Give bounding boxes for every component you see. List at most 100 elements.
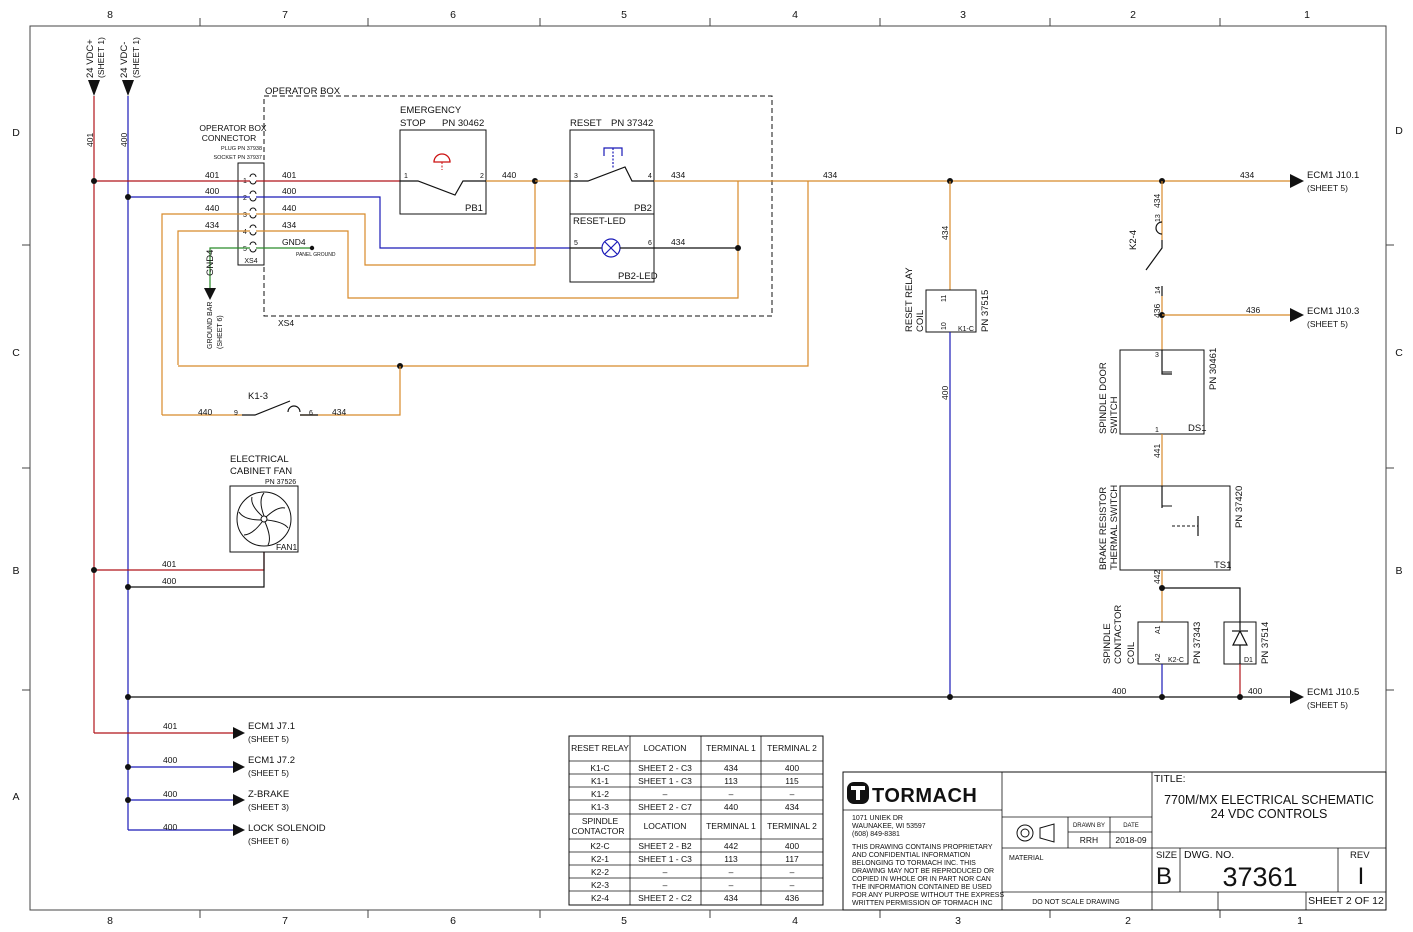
zone-col-bottom-8: 8 [107, 915, 113, 927]
door-label1: SPINDLE DOOR [1098, 362, 1109, 434]
drawn-by-label: DRAWN BY [1073, 823, 1105, 829]
supply-neg-label: 24 VDC- [119, 42, 130, 78]
door-tag: DS1 [1188, 423, 1206, 434]
ecm105-name: ECM1 J10.5 [1307, 687, 1359, 698]
contactor-a1: A1 [1155, 625, 1162, 634]
relay-pn: PN 37515 [980, 290, 991, 332]
zone-col-top-5: 5 [621, 9, 627, 21]
table-r1-1-2: 113 [724, 776, 738, 786]
reset-led-label: RESET-LED [573, 216, 626, 227]
size-label: SIZE [1156, 850, 1177, 861]
fan-wire-400: 400 [162, 576, 176, 586]
brake-tag: TS1 [1214, 560, 1231, 571]
zone-col-top-8: 8 [107, 9, 113, 21]
notice-0: THIS DRAWING CONTAINS PROPRIETARY [852, 844, 993, 851]
relay-pin10: 10 [941, 322, 948, 330]
table-r1-1-0: K1-1 [591, 776, 609, 786]
title-line1: 770M/MX ELECTRICAL SCHEMATIC [1164, 793, 1374, 807]
zone-col-top-3: 3 [960, 9, 966, 21]
wire-left-440: 440 [205, 203, 219, 213]
table-h2-0: LOCATION [644, 821, 687, 831]
notice-1: AND CONFIDENTIAL INFORMATION [852, 852, 970, 859]
reset-led-pin6: 6 [648, 240, 652, 247]
zone-row-right-b: B [1395, 565, 1402, 577]
brake-thermal-ts1 [1119, 485, 1231, 571]
table-r2-1-3: 117 [785, 854, 799, 864]
ecm103-wire: 436 [1246, 305, 1260, 315]
operator-box-title: OPERATOR BOX [265, 86, 341, 97]
operator-box-tag: XS4 [278, 318, 294, 328]
k1-3-pin6: 6 [309, 410, 313, 417]
table-r1-3-1: SHEET 2 - C7 [638, 802, 692, 812]
reset-led-pin5: 5 [574, 240, 578, 247]
fan-line2: CABINET FAN [230, 466, 292, 477]
fan-wire-401: 401 [162, 559, 176, 569]
connector-pin-2: 2 [243, 195, 247, 202]
contactor-a2: A2 [1155, 653, 1162, 662]
fan-pn: PN 37526 [265, 479, 296, 486]
table-h2-1: TERMINAL 1 [706, 821, 756, 831]
bottom-name-1: ECM1 J7.2 [248, 755, 295, 766]
zone-col-top-2: 2 [1130, 9, 1136, 21]
connector-pin-5: 5 [243, 246, 247, 253]
table-h2b: CONTACTOR [571, 826, 624, 836]
supply-rails: 24 VDC+ (SHEET 1) 24 VDC- (SHEET 1) 401 … [85, 37, 141, 830]
table-r1-2-2: – [729, 789, 734, 799]
reset-led-tag: PB2-LED [618, 271, 658, 282]
connector-line2: CONNECTOR [202, 133, 257, 143]
supply-pos-sheet: (SHEET 1) [96, 37, 106, 78]
table-r2-1-2: 113 [724, 854, 738, 864]
reset-pn: PN 37342 [611, 118, 653, 129]
logo-text: TORMACH [872, 785, 977, 807]
relay-label2: COIL [915, 310, 926, 332]
reset-pin4: 4 [648, 173, 652, 180]
table-r2-0-3: 400 [785, 841, 799, 851]
drawing-frame [22, 18, 1394, 918]
connector-line1: OPERATOR BOX [199, 123, 267, 133]
relay-k1c-box [925, 289, 977, 333]
table-r1-2-3: – [790, 789, 795, 799]
zone-col-top-6: 6 [450, 9, 456, 21]
rev-label: REV [1350, 850, 1370, 861]
zone-row-right-d: D [1395, 125, 1403, 137]
dwg-number: 37361 [1222, 862, 1297, 892]
reset-tag: PB2 [634, 203, 652, 214]
k1-3-contact-icon [287, 405, 301, 413]
ecm103-arrow [1290, 308, 1304, 322]
reset-relay-coil: 434 400 RESET RELAY COIL PN 37515 K1-C 1… [904, 181, 991, 697]
table-r2-2-3: – [790, 867, 795, 877]
dwg-label: DWG. NO. [1184, 849, 1234, 861]
ground-bar: GND4 GROUND BAR (SHEET 6) [204, 250, 224, 349]
size-value: B [1156, 863, 1172, 890]
table-r1-3-0: K1-3 [591, 802, 609, 812]
connector-pin-4: 4 [243, 229, 247, 236]
material-label: MATERIAL [1009, 855, 1044, 862]
contactor-label1: SPINDLE [1102, 623, 1113, 664]
z-brake-arrow [233, 794, 245, 806]
connector-plug: PLUG PN 37938 [221, 146, 262, 152]
table-r2-2-0: K2-2 [591, 867, 609, 877]
table-r2-3-0: K2-3 [591, 880, 609, 890]
estop-line2: STOP [400, 118, 426, 129]
brake-label2: THERMAL SWITCH [1109, 485, 1120, 570]
supply-neg-sheet: (SHEET 1) [131, 37, 141, 78]
title-line2: 24 VDC CONTROLS [1211, 807, 1328, 821]
table-r2-3-1: – [663, 880, 668, 890]
wire-400-right: 400 [1112, 686, 1126, 696]
ground-bar-label: GROUND BAR [207, 302, 214, 349]
zone-col-top-1: 1 [1304, 9, 1310, 21]
zone-row-left-c: C [12, 347, 20, 359]
diode-icon [1232, 622, 1248, 664]
zone-row-right-c: C [1395, 347, 1403, 359]
table-h2-2: TERMINAL 2 [767, 821, 817, 831]
ecm105-wire: 400 [1248, 686, 1262, 696]
supply-pos-arrow [88, 80, 100, 96]
wire-442: 442 [1152, 570, 1162, 584]
zone-row-left-d: D [12, 127, 20, 139]
connector-pins: 1 2 3 4 5 [243, 178, 247, 253]
table-r1-1-3: 115 [785, 776, 799, 786]
k2-4-wire-top: 434 [1152, 194, 1162, 208]
table-r2-4-2: 434 [724, 893, 738, 903]
bottom-wire-1: 400 [163, 755, 177, 765]
